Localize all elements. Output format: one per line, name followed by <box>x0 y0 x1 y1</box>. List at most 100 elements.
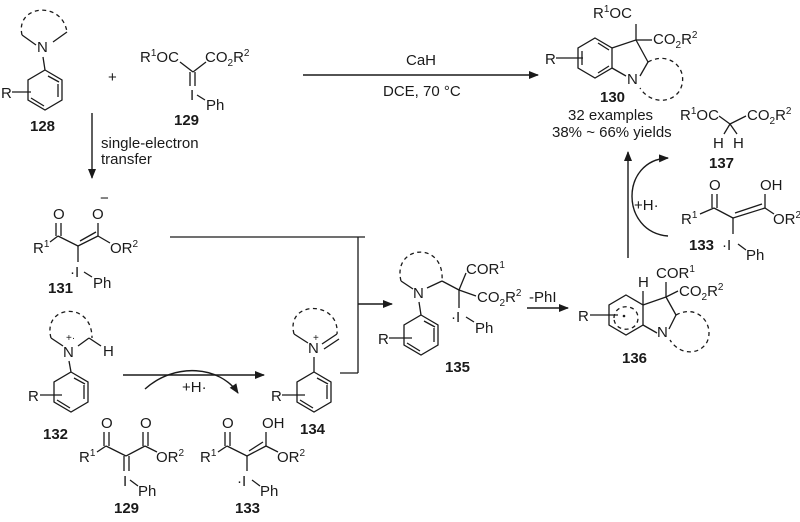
negative-charge: − <box>100 190 109 207</box>
iodine-radical: ·I <box>722 237 731 254</box>
compound-number: 130 <box>600 89 625 106</box>
atom-N: N <box>627 71 638 88</box>
hat-step-right: +H· <box>624 151 669 258</box>
R1: R1 <box>200 448 217 466</box>
carbonyl-O: O <box>709 177 721 194</box>
iodine-radical: ·I <box>70 264 79 281</box>
R1: R1 <box>681 210 698 228</box>
compound-number: 137 <box>709 155 734 172</box>
conditions-label: DCE, 70 °C <box>383 83 461 100</box>
phenyl: Ph <box>206 97 224 114</box>
compound-129-bottom: O O R1 OR2 I Ph 129 <box>79 415 185 517</box>
compound-number: 128 <box>30 118 55 135</box>
iodine-radical: ·I <box>451 309 460 326</box>
ring-dashed-arc <box>20 9 68 36</box>
ester-group: CO2R2 <box>205 48 250 69</box>
ring-dashed-arc <box>292 307 338 335</box>
enolate-O: O <box>92 206 104 223</box>
compound-number: 129 <box>174 112 199 129</box>
phenyl: Ph <box>475 320 493 337</box>
iodine: I <box>190 87 194 104</box>
yield-range: 38% ~ 66% yields <box>552 124 672 141</box>
compound-133-right: O OH R1 OR2 ·I Ph 133 <box>681 177 800 264</box>
carbonyl-O: O <box>222 415 234 432</box>
compound-number: 136 <box>622 350 647 367</box>
compound-number: 133 <box>689 237 714 254</box>
acyl-group: R1OC <box>140 48 179 66</box>
phenyl: Ph <box>260 483 278 500</box>
ring-dashed-arc <box>669 310 710 353</box>
hat-label: +H· <box>634 197 659 214</box>
hydrogen: H <box>103 343 114 360</box>
iodine-radical: ·I <box>237 473 246 490</box>
substituent-R: R <box>545 51 556 68</box>
curved-arrow <box>144 369 239 394</box>
ester-group: CO2R2 <box>747 106 792 127</box>
set-label-line1: single-electron <box>101 135 199 152</box>
examples-count: 32 examples <box>568 107 653 124</box>
hat-step-bottom: +H· <box>123 369 265 396</box>
hydrogen: H <box>713 135 724 152</box>
compound-130: R1OC CO2R2 R N 130 32 examples 38% ~ 66%… <box>545 4 698 141</box>
iodine: I <box>123 473 127 490</box>
atom-N: N <box>63 344 74 361</box>
atom-N: N <box>657 324 668 341</box>
convergence-bracket <box>170 236 393 374</box>
compound-number: 134 <box>300 421 326 438</box>
R1: R1 <box>33 239 50 257</box>
ring-dashed-arc <box>639 57 684 101</box>
acyl-group: R1OC <box>680 106 719 124</box>
alkoxy: OR2 <box>156 448 185 466</box>
phenyl: Ph <box>746 247 764 264</box>
substituent-R: R <box>578 308 589 325</box>
curved-arrow <box>631 154 669 237</box>
hat-label: +H· <box>182 379 207 396</box>
set-label-line2: transfer <box>101 151 152 168</box>
acyl-group: R1OC <box>593 4 632 22</box>
ester-carbonyl-O: O <box>140 415 152 432</box>
compound-137: R1OC CO2R2 H H 137 <box>680 106 792 172</box>
radical-cation: +· <box>66 333 75 344</box>
ester-group: CO2R2 <box>653 30 698 51</box>
radical-dot <box>622 314 626 318</box>
compound-number: 131 <box>48 280 73 297</box>
compound-number: 132 <box>43 426 68 443</box>
alkoxy: OR2 <box>773 210 800 228</box>
substituent-R: R <box>271 388 282 405</box>
acyl-group: COR1 <box>656 264 695 282</box>
ring-fusion-H: H <box>638 274 649 291</box>
direct-reaction-arrow: CaH DCE, 70 °C <box>303 52 539 100</box>
compound-136: H COR1 CO2R2 R N 136 <box>578 264 724 367</box>
hydrogen: H <box>733 135 744 152</box>
benzene-ring <box>27 69 63 111</box>
set-step: single-electron transfer <box>88 113 199 179</box>
compound-number: 129 <box>114 500 139 517</box>
substituent-R: R <box>378 331 389 348</box>
phenyl: Ph <box>93 275 111 292</box>
compound-number: 135 <box>445 359 470 376</box>
delocalized-radical-arc <box>613 306 639 330</box>
compound-134: N + R 134 <box>271 307 340 438</box>
compound-129-top: R1OC CO2R2 I Ph 129 <box>140 48 250 129</box>
ester-group: CO2R2 <box>679 282 724 303</box>
hydroxyl: OH <box>262 415 285 432</box>
compound-number: 133 <box>235 500 260 517</box>
atom-N: N <box>413 285 424 302</box>
cation-charge: + <box>313 333 319 344</box>
acyl-group: COR1 <box>466 260 505 278</box>
elimination-label: -PhI <box>529 289 557 306</box>
carbonyl-O: O <box>53 206 65 223</box>
atom-N: N <box>37 39 48 56</box>
compound-131: O O − R1 OR2 ·I Ph 131 <box>33 190 139 297</box>
carbonyl-O: O <box>101 415 113 432</box>
substituent-R: R <box>1 85 12 102</box>
alkoxy: OR2 <box>277 448 306 466</box>
phenyl: Ph <box>138 483 156 500</box>
ester-group: CO2R2 <box>477 288 522 309</box>
compound-132: N +· H R 132 <box>28 310 114 443</box>
substituent-R: R <box>28 388 39 405</box>
R1: R1 <box>79 448 96 466</box>
plus-sign: + <box>108 69 117 86</box>
compound-135: N COR1 CO2R2 ·I Ph R 135 <box>378 251 522 376</box>
elimination-step: -PhI <box>527 289 569 312</box>
